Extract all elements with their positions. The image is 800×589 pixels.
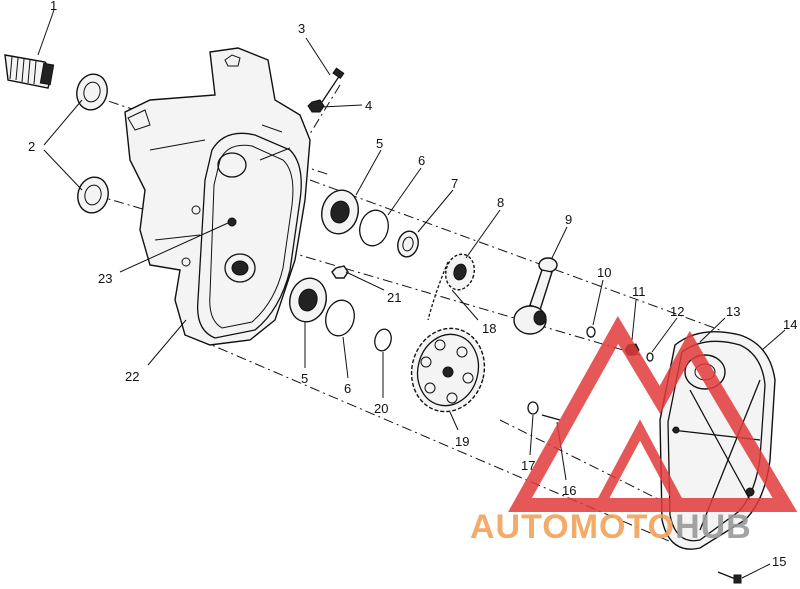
ring-20 <box>374 328 392 352</box>
callout-14: 14 <box>783 317 797 332</box>
callout-3: 3 <box>298 21 305 36</box>
leader-lines <box>37 9 786 579</box>
callout-6-upper: 6 <box>418 153 425 168</box>
callout-7: 7 <box>451 176 458 191</box>
nut-21 <box>331 265 349 279</box>
watermark-logo: AUTOMOTOHUB <box>470 316 798 546</box>
callout-10: 10 <box>597 265 611 280</box>
bearing-upper <box>321 189 359 235</box>
plug-17 <box>527 401 539 415</box>
callout-1: 1 <box>50 0 57 13</box>
washer-10 <box>586 326 596 338</box>
callout-16: 16 <box>562 483 576 498</box>
screw-15 <box>717 571 742 584</box>
callout-23: 23 <box>98 271 112 286</box>
tensioner-arm <box>513 257 558 335</box>
o-ring-upper <box>359 209 389 247</box>
callout-6-lower: 6 <box>344 381 351 396</box>
callout-4: 4 <box>365 98 372 113</box>
dowel-23 <box>227 217 237 227</box>
callout-11: 11 <box>632 284 646 299</box>
callout-19: 19 <box>455 434 469 449</box>
callout-21: 21 <box>387 290 401 305</box>
callout-20: 20 <box>374 401 388 416</box>
drive-chain <box>427 261 449 321</box>
callout-8: 8 <box>497 195 504 210</box>
callout-5-upper: 5 <box>376 136 383 151</box>
pin-12 <box>646 352 654 362</box>
watermark-text-orange: AUTOMOTO <box>470 508 675 546</box>
chaincase-housing <box>124 47 311 346</box>
callout-labels: 1 2 3 4 5 6 7 8 9 10 11 12 13 14 15 16 1… <box>28 0 797 569</box>
nut-4 <box>307 99 325 113</box>
bearing-lower <box>289 277 327 323</box>
large-sprocket <box>410 327 486 413</box>
o-ring-lower <box>325 299 355 337</box>
callout-9: 9 <box>565 212 572 227</box>
callout-2: 2 <box>28 139 35 154</box>
callout-18: 18 <box>482 321 496 336</box>
watermark-text: AUTOMOTOHUB <box>470 508 752 546</box>
top-sprocket <box>444 253 476 291</box>
splined-shaft <box>4 54 55 89</box>
oil-seal-lower <box>77 176 109 214</box>
oil-seal-upper <box>76 73 108 111</box>
callout-13: 13 <box>726 304 740 319</box>
callout-15: 15 <box>772 554 786 569</box>
watermark-text-gray: HUB <box>675 508 752 546</box>
callout-12: 12 <box>670 304 684 319</box>
callout-22: 22 <box>125 369 139 384</box>
watermark-mark-icon <box>508 316 798 512</box>
callout-5-lower: 5 <box>301 371 308 386</box>
spacer-7 <box>397 230 419 258</box>
screw-16 <box>541 414 561 421</box>
callout-17: 17 <box>521 458 535 473</box>
